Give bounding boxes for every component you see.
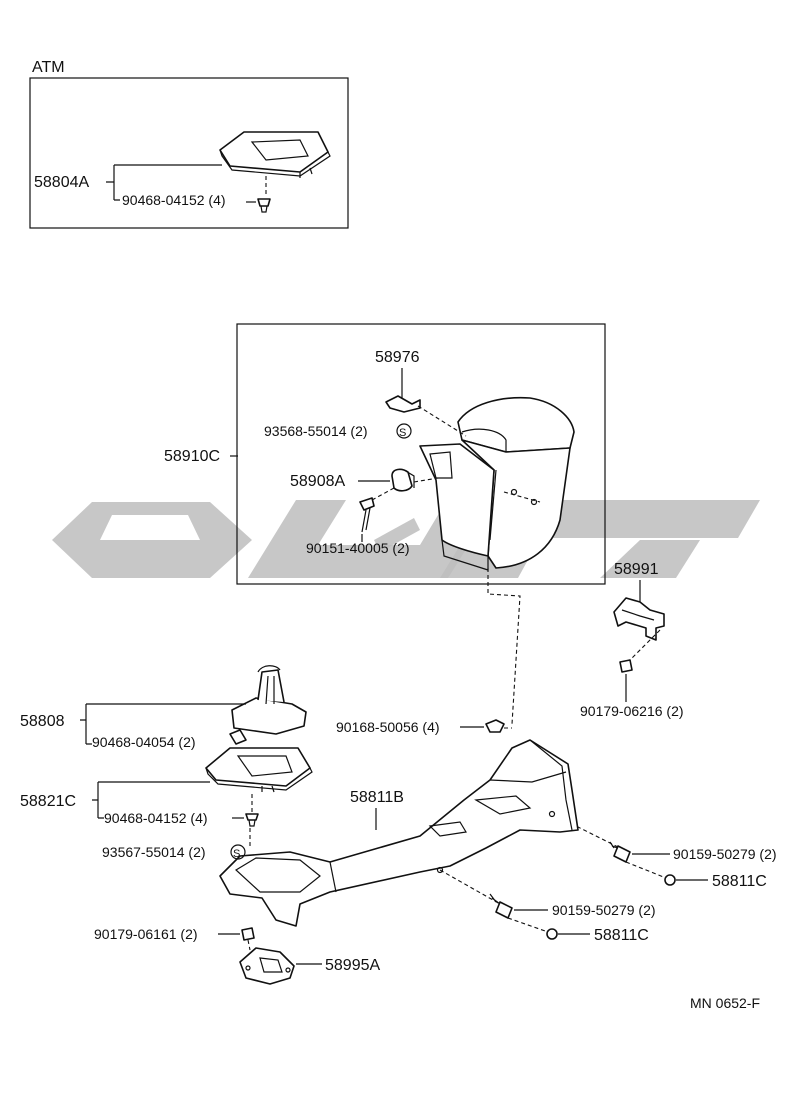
part-58991: 58991	[614, 561, 659, 578]
nut-90179-06161-part	[241, 927, 255, 941]
right-group: 58991 90179-06216 (2) 90159-50279 (2) 58…	[439, 561, 777, 944]
atm-screw-part	[257, 198, 271, 213]
boot-leader-bracket	[80, 703, 246, 745]
bracket-58991-part	[613, 597, 665, 641]
cap-rear-part	[546, 928, 558, 940]
armrest-to-console-dash	[487, 568, 521, 725]
s-clip-upper-mark: S	[399, 427, 406, 439]
part-58976: 58976	[375, 349, 420, 366]
armrest-lid-part	[457, 396, 575, 569]
part-90159-rear: 90159-50279 (2)	[552, 902, 656, 918]
screw-front-part	[609, 841, 631, 863]
boot-screw-part	[229, 729, 247, 745]
atm-group: ATM 58804A 90468-04152 (4)	[29, 59, 349, 229]
atm-part-screw: 90468-04152 (4)	[122, 192, 226, 208]
catch-58908a-part	[391, 468, 415, 492]
boot-58808-part	[231, 665, 307, 735]
part-58808: 58808	[20, 713, 65, 730]
armrest-hole-b	[530, 498, 538, 506]
s-clip-lower-mark: S	[233, 848, 240, 860]
armrest-group: 58910C 58976 S 93568-55014 (2)	[164, 323, 606, 585]
cap-rear-dash	[507, 917, 549, 933]
clip-58976-part	[385, 395, 421, 413]
s-clip-lower-icon	[230, 844, 246, 860]
screw-front-dash	[551, 813, 621, 849]
part-90168-50056: 90168-50056 (4)	[336, 719, 440, 735]
part-58811c-rear: 58811C	[594, 927, 649, 944]
part-58910c: 58910C	[164, 448, 220, 465]
armrest-hole-a	[510, 488, 518, 496]
screw-90151-part	[359, 497, 375, 533]
atm-title: ATM	[32, 59, 65, 76]
bracket-58991-dash	[629, 629, 661, 661]
armrest-front-panel-part	[419, 443, 495, 571]
panel-58821c-part	[205, 747, 313, 793]
part-58995a: 58995A	[325, 957, 380, 974]
screw-rear-dash	[439, 869, 501, 905]
panel-screw-part	[245, 813, 259, 827]
nut-90179-06161-dash	[247, 939, 251, 951]
atm-shift-panel-part	[219, 131, 331, 178]
part-58821c: 58821C	[20, 793, 76, 810]
bracket-58995a-part	[239, 947, 295, 985]
cap-front-dash	[625, 861, 667, 879]
screw-rear-part	[489, 893, 513, 919]
console-58811b-part	[219, 739, 579, 927]
part-58908a: 58908A	[290, 473, 345, 490]
cap-front-part	[664, 874, 676, 886]
atm-leader-bracket	[106, 164, 222, 201]
center-group: 58811B 90168-50056 (4)	[219, 719, 579, 927]
part-90179-06161: 90179-06161 (2)	[94, 926, 198, 942]
atm-box	[29, 77, 349, 229]
atm-part-58804a: 58804A	[34, 174, 89, 191]
part-93568-55014: 93568-55014 (2)	[264, 423, 368, 439]
part-90159-front: 90159-50279 (2)	[673, 846, 777, 862]
catch-dash	[413, 477, 439, 483]
screw-90151-dash	[371, 487, 395, 501]
panel-leader-bracket	[92, 781, 210, 819]
clip-90168-part	[485, 719, 505, 733]
part-58811c-front: 58811C	[712, 873, 767, 890]
nut-90179-06216-part	[619, 659, 633, 673]
part-90468-04152: 90468-04152 (4)	[104, 810, 208, 826]
part-90468-04054: 90468-04054 (2)	[92, 734, 196, 750]
part-90179-06216: 90179-06216 (2)	[580, 703, 684, 719]
part-58811b: 58811B	[350, 789, 404, 806]
left-group: 58808 90468-04054 (2) 58821C 90468-04152…	[20, 665, 380, 985]
armrest-box	[236, 323, 606, 585]
diagram-code: MN 0652-F	[690, 995, 760, 1011]
part-93567-55014: 93567-55014 (2)	[102, 844, 206, 860]
part-90151-40005: 90151-40005 (2)	[306, 540, 410, 556]
s-clip-upper-icon	[396, 423, 412, 439]
armrest-dash-a	[503, 491, 541, 503]
clip-58976-dash	[417, 405, 467, 437]
